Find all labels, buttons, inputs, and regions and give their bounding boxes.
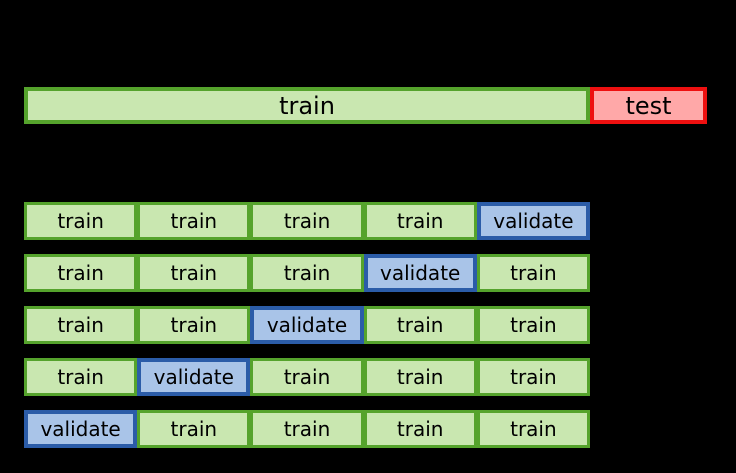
cv-cell-validate: validate [363,254,477,292]
cv-cell-train: train [137,410,251,448]
cv-cell-train: train [476,410,590,448]
cv-cell-train: train [137,202,251,240]
cv-cell-label: train [57,313,104,337]
cv-row: validate train train train train [24,410,590,448]
cv-cell-train: train [24,254,138,292]
cv-cell-label: validate [380,261,461,285]
cv-row: train validate train train train [24,358,590,396]
cv-cell-label: train [396,365,444,389]
cv-cell-train: train [476,358,590,396]
cv-cell-train: train [24,358,138,396]
cv-cell-label: train [57,261,104,285]
cv-cell-validate: validate [250,306,364,344]
cv-cell-train: train [476,306,590,344]
test-segment-label: test [625,91,672,120]
cv-cell-validate: validate [24,410,138,448]
cv-cell-label: validate [153,365,234,389]
cv-cell-train: train [137,254,251,292]
cv-cell-train: train [250,202,364,240]
cv-cell-train: train [250,358,364,396]
cv-row: train train validate train train [24,306,590,344]
cv-cell-label: validate [40,417,121,441]
cv-cell-train: train [363,358,477,396]
cv-cell-label: validate [493,209,574,233]
cv-cell-label: train [283,365,331,389]
cv-row: train train train train validate [24,202,590,240]
cv-cell-label: train [57,365,104,389]
cv-cell-label: train [510,261,557,285]
train-segment: train [24,87,590,124]
cv-cell-train: train [24,306,138,344]
cv-cell-train: train [476,254,590,292]
cv-cell-label: train [510,417,557,441]
cv-cell-label: train [283,417,331,441]
cv-cell-train: train [24,202,138,240]
train-segment-label: train [279,91,335,120]
cv-cell-train: train [137,306,251,344]
cv-cell-label: validate [266,313,348,337]
cv-cell-label: train [170,261,218,285]
cv-cell-label: train [396,209,444,233]
cv-cell-validate: validate [476,202,590,240]
cv-cell-label: train [283,261,331,285]
test-segment: test [590,87,707,124]
cv-cell-label: train [170,417,218,441]
cv-cell-train: train [363,202,477,240]
cv-cell-label: train [57,209,104,233]
cv-cell-train: train [250,254,364,292]
cv-cell-train: train [250,410,364,448]
cv-row: train train train validate train [24,254,590,292]
cv-cell-label: train [396,417,444,441]
cv-cell-train: train [363,306,477,344]
cv-cell-label: train [283,209,331,233]
cv-cell-label: train [170,209,218,233]
cv-cell-label: train [510,313,557,337]
cv-cell-label: train [510,365,557,389]
cv-cell-label: train [396,313,444,337]
cv-cell-train: train [363,410,477,448]
cv-cell-label: train [170,313,218,337]
cv-cell-validate: validate [137,358,251,396]
